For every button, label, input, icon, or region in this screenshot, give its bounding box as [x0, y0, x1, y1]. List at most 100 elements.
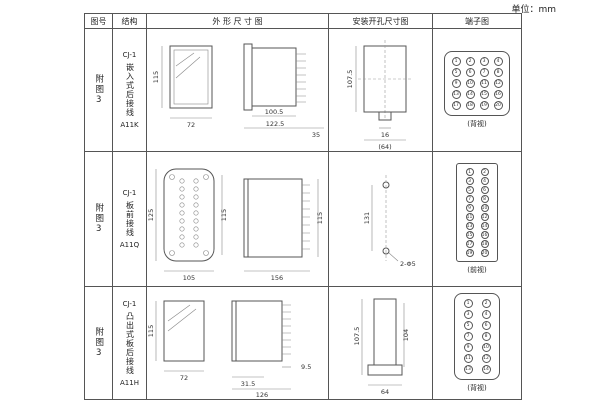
- dimension-label: 156: [270, 274, 282, 282]
- outline-row3: 115 72 9.5 31.5 126: [147, 287, 329, 399]
- terminal-pin: 15: [479, 90, 489, 99]
- dimension-label: 126: [255, 391, 267, 399]
- terminal-pin: 13: [463, 365, 473, 374]
- unit-label: 单位：mm: [511, 5, 556, 15]
- terminal-pin: 20: [493, 101, 503, 110]
- header-outline: 外 形 尺 寸 图: [147, 14, 329, 29]
- terminal-pin: 12: [480, 213, 489, 221]
- terminal-pin: 13: [451, 90, 461, 99]
- dimension-label: 115: [152, 70, 160, 82]
- structure-model: CJ-1: [122, 189, 137, 197]
- terminal-pin: 19: [465, 249, 474, 257]
- terminal-pin: 3: [463, 310, 473, 319]
- dimension-label: 104: [402, 329, 410, 341]
- dimension-label: 72: [186, 121, 194, 129]
- terminal-pin: 7: [479, 68, 489, 77]
- fig-no-row3: 附图3: [85, 287, 113, 399]
- terminal-pin: 5: [463, 321, 473, 330]
- structure-desc: 凸出式板后接线: [125, 311, 135, 375]
- dimension-label: 107.5: [353, 327, 361, 346]
- terminal-pin: 17: [465, 240, 474, 248]
- outline-row1: 115 72 100.5 122.5 35: [147, 29, 329, 152]
- terminal-pin: 19: [479, 101, 489, 110]
- terminal-pin: 14: [480, 222, 489, 230]
- outline-drawing-row3: 115 72 9.5 31.5 126: [148, 300, 311, 399]
- dimension-label: 115: [316, 211, 324, 223]
- header-structure: 结构: [113, 14, 147, 29]
- dimension-label: 2-Φ5: [400, 260, 416, 268]
- terminal-pin: 16: [493, 90, 503, 99]
- install-drawing-row2: 131 2-Φ5: [363, 174, 416, 268]
- terminal-pin: 11: [465, 213, 474, 221]
- terminal-pin: 2: [480, 168, 489, 176]
- terminal-pin: 7: [463, 332, 473, 341]
- terminal-pin: 5: [451, 68, 461, 77]
- terminal-view-caption: (背视): [467, 120, 487, 128]
- dimension-label: 64: [380, 388, 388, 396]
- terminal-pin: 11: [463, 354, 473, 363]
- terminal-view-caption: (前视): [467, 266, 487, 274]
- terminal-pin: 1: [465, 168, 474, 176]
- terminal-pin: 5: [465, 186, 474, 194]
- terminal-pin: 3: [465, 177, 474, 185]
- terminal-pin: 8: [481, 332, 491, 341]
- terminal-pin: 10: [465, 79, 475, 88]
- dimension-label: 31.5: [240, 380, 254, 388]
- terminal-pin: 8: [493, 68, 503, 77]
- terminal-pin: 16: [480, 231, 489, 239]
- terminal-pin: 12: [481, 354, 491, 363]
- spec-table: 图号 结构 外 形 尺 寸 图 安装开孔尺寸图 端子图 附图3 CJ-1 嵌入式…: [84, 13, 522, 400]
- structure-row2: CJ-1 板前接线 A11Q: [113, 152, 147, 287]
- install-row3: 107.5 104 64: [329, 287, 433, 399]
- terminal-pin: 1: [451, 57, 461, 66]
- terminal-pin: 8: [480, 195, 489, 203]
- header-fig-no: 图号: [85, 14, 113, 29]
- terminal-pin: 20: [480, 249, 489, 257]
- structure-code: A11K: [120, 121, 139, 129]
- terminal-pin: 9: [451, 79, 461, 88]
- dimension-label: 115: [220, 208, 228, 220]
- dimension-label: (64): [378, 143, 391, 151]
- dimension-label: 9.5: [301, 363, 311, 371]
- install-row1: 107.5 16 (64): [329, 29, 433, 152]
- terminal-pin: 6: [465, 68, 475, 77]
- outline-drawing-row2: 125 115 105 156 115: [148, 168, 324, 282]
- dimension-label: 72: [179, 374, 187, 382]
- structure-row1: CJ-1 嵌入式后接线 A11K: [113, 29, 147, 152]
- fig-no-label: 附图3: [93, 202, 104, 236]
- dimension-label: 100.5: [264, 108, 283, 116]
- dimension-label: 125: [148, 208, 155, 220]
- terminal-pin: 11: [479, 79, 489, 88]
- terminal-pin: 6: [481, 321, 491, 330]
- structure-model: CJ-1: [122, 51, 137, 59]
- dimension-label: 16: [380, 131, 388, 139]
- terminal-pin: 17: [451, 101, 461, 110]
- structure-row3: CJ-1 凸出式板后接线 A11H: [113, 287, 147, 399]
- terminal-pin: 18: [465, 101, 475, 110]
- terminal-pin: 4: [493, 57, 503, 66]
- fig-no-row1: 附图3: [85, 29, 113, 152]
- terminal-pin: 4: [480, 177, 489, 185]
- structure-code: A11Q: [119, 241, 140, 249]
- dimension-label: 107.5: [346, 69, 354, 88]
- terminal-pin: 14: [465, 90, 475, 99]
- terminal-pin: 2: [465, 57, 475, 66]
- terminal-pin: 14: [481, 365, 491, 374]
- structure-model: CJ-1: [122, 299, 137, 308]
- terminal-pin: 2: [481, 299, 491, 308]
- install-drawing-row1: 107.5 16 (64): [346, 39, 412, 151]
- dimension-label: 115: [148, 325, 155, 337]
- dimension-label: 131: [363, 211, 371, 223]
- terminal-pin: 15: [465, 231, 474, 239]
- fig-no-row2: 附图3: [85, 152, 113, 287]
- terminal-pin: 13: [465, 222, 474, 230]
- terminal-pin: 7: [465, 195, 474, 203]
- terminal-pin: 1: [463, 299, 473, 308]
- header-install: 安装开孔尺寸图: [329, 14, 433, 29]
- terminal-pin: 3: [479, 57, 489, 66]
